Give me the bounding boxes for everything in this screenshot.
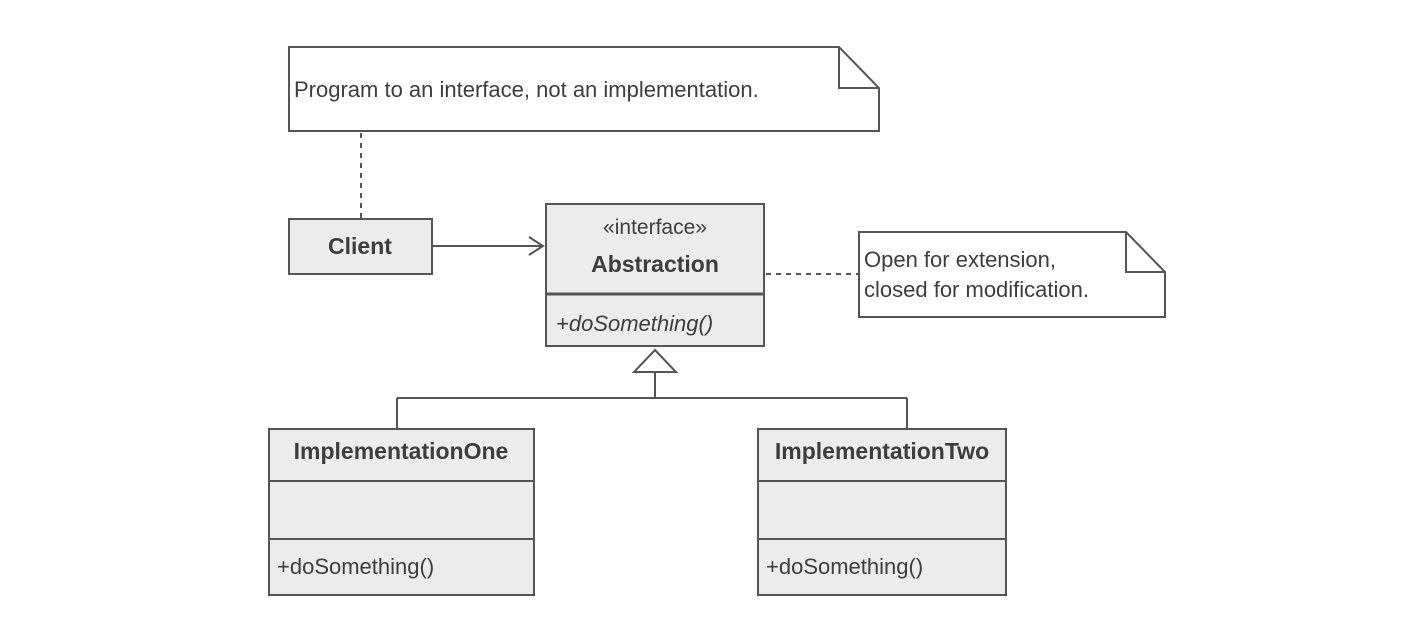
generalization-triangle [631, 348, 679, 373]
abstraction-class[interactable]: «interface» Abstraction +doSomething() [545, 203, 765, 347]
generalization-connector [396, 348, 908, 429]
abstraction-name: Abstraction [591, 251, 719, 277]
abstraction-method: +doSomething() [556, 311, 713, 336]
implementation-one-method: +doSomething() [277, 554, 434, 579]
note-right-text-line1: Open for extension, [864, 247, 1056, 272]
implementation-two-method: +doSomething() [766, 554, 923, 579]
note-right-text-line2: closed for modification. [864, 277, 1089, 302]
implementation-two-name: ImplementationTwo [775, 438, 989, 464]
note-top-fold [838, 47, 879, 89]
implementation-one-name: ImplementationOne [294, 438, 509, 464]
implementation-two-box[interactable] [757, 428, 1007, 596]
note-right-shape [858, 231, 1166, 318]
association-arrow [432, 236, 545, 256]
implementation-one-class[interactable]: ImplementationOne +doSomething() [268, 428, 535, 596]
note-top: Program to an interface, not an implemen… [288, 46, 880, 132]
note-top-shape [288, 46, 880, 132]
abstraction-box[interactable] [545, 203, 765, 347]
implementation-two-class[interactable]: ImplementationTwo +doSomething() [757, 428, 1007, 596]
implementation-one-box[interactable] [268, 428, 535, 596]
note-right-fold [1125, 232, 1165, 273]
note-right: Open for extension, closed for modificat… [858, 231, 1166, 318]
client-label: Client [328, 233, 392, 259]
client-class[interactable]: Client [288, 218, 433, 275]
client-box[interactable] [288, 218, 433, 275]
association-arrowhead [528, 236, 545, 256]
note-top-text: Program to an interface, not an implemen… [294, 77, 759, 102]
abstraction-stereotype: «interface» [603, 216, 707, 239]
